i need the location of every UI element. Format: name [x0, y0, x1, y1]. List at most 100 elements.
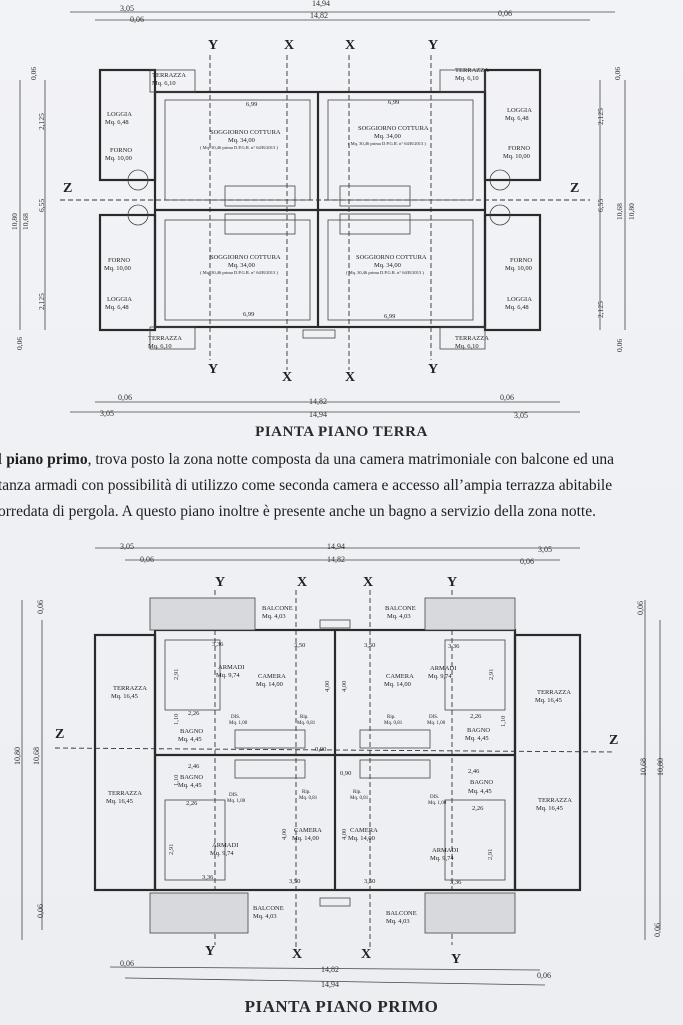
room-label: Rip.: [353, 790, 361, 795]
room-note: ( Mq. 30,46 prima D.P.G.R. n° 64/R/2013 …: [346, 270, 424, 276]
dim-text: 0,06: [36, 600, 45, 614]
dim-text: 1,10: [173, 775, 180, 786]
dim-text: 4,00: [341, 829, 348, 840]
dim-text: 2,46: [468, 768, 480, 775]
dim-text: 3,05: [538, 545, 552, 554]
dim-text: 6,99: [384, 313, 395, 320]
dim-text: 6,99: [243, 311, 254, 318]
room-label: SOGGIORNO COTTURA: [210, 129, 281, 136]
axis-x-label: X: [282, 370, 292, 385]
room-area: Mq. 4,03: [253, 913, 277, 920]
dim-text: 10,80: [627, 203, 636, 220]
paragraph-line-2: tanza armadi con possibilità di utilizzo…: [0, 477, 613, 494]
dim-text: 10,68: [615, 203, 624, 220]
axis-x-label: X: [345, 38, 355, 53]
dim-text: 0,06: [615, 339, 624, 352]
room-area: Mq. 6,10: [455, 343, 479, 350]
room-area: Mq. 4,03: [262, 613, 286, 620]
room-area: Mq. 6,10: [148, 343, 172, 350]
dim-text: 0,06: [636, 601, 645, 615]
room-label: TERRAZZA: [148, 335, 182, 342]
room-label: SOGGIORNO COTTURA: [356, 254, 427, 261]
dim-text: 1,10: [500, 716, 507, 727]
room-area: Mq. 34,00: [228, 137, 255, 144]
dim-text: 1,10: [173, 714, 180, 725]
dim-text: 2,46: [188, 763, 200, 770]
dim-text: 0,06: [498, 9, 512, 18]
axis-x-label: X: [345, 370, 355, 385]
room-area: Mq. 6,48: [505, 115, 529, 122]
dim-text: 4,00: [281, 829, 288, 840]
axis-y-label: Y: [428, 38, 438, 53]
room-label: LOGGIA: [107, 111, 132, 118]
room-area: Mq. 9,74: [430, 855, 454, 862]
dim-text: 3,05: [120, 4, 134, 13]
axis-z-label: Z: [63, 181, 72, 196]
dim-text: 2,91: [487, 849, 494, 860]
dim-text: 14,82: [327, 555, 345, 564]
room-area: Mq. 9,74: [428, 673, 452, 680]
dim-text: 0,06: [140, 555, 154, 564]
dim-text: 10,80: [656, 758, 665, 776]
dim-text: 14,82: [310, 11, 328, 20]
room-area: Mq. 10,00: [105, 155, 132, 162]
room-note: ( Mq. 30,46 prima D.P.G.R. n° 64/R/2013 …: [200, 270, 278, 276]
room-note: ( Mq. 30,46 prima D.P.G.R. n° 64/R/2013 …: [348, 141, 426, 147]
room-label: ARMADI: [218, 664, 244, 671]
room-label: ARMADI: [432, 847, 458, 854]
paragraph-line-3: orredata di pergola. A questo piano inol…: [0, 503, 596, 520]
room-area: Mq. 1,00: [427, 721, 446, 726]
dim-text: 3,36: [202, 874, 214, 881]
room-label: CAMERA: [386, 673, 414, 680]
room-area: Mq. 34,00: [228, 262, 255, 269]
dim-text: 10,68: [21, 213, 30, 230]
room-note: ( Mq. 30,46 prima D.P.G.R. n° 64/R/2013 …: [200, 145, 278, 151]
room-area: Mq. 6,48: [505, 304, 529, 311]
room-area: Mq. 6,48: [105, 304, 129, 311]
room-label: FORNO: [510, 257, 532, 264]
room-label: SOGGIORNO COTTURA: [358, 125, 429, 132]
dim-text: 2,26: [186, 800, 198, 807]
dim-text: 2,26: [472, 805, 484, 812]
room-area: Mq. 1,00: [428, 801, 447, 806]
ground-floor-title: PIANTA PIANO TERRA: [255, 424, 428, 440]
dim-text: 3,50: [289, 878, 300, 885]
room-area: Mq. 14,00: [384, 681, 411, 688]
room-area: Mq. 0,81: [384, 721, 403, 726]
room-area: Mq. 4,45: [465, 735, 489, 742]
room-area: Mq. 16,45: [535, 697, 562, 704]
dim-text: 14,82: [321, 965, 339, 974]
room-label: BAGNO: [467, 727, 490, 734]
room-label: BAGNO: [180, 728, 203, 735]
room-area: Mq. 16,45: [536, 805, 563, 812]
dim-text: 0,06: [653, 923, 662, 937]
dim-text: 2,26: [470, 713, 482, 720]
dim-text: 3,36: [212, 641, 224, 648]
dim-text: 10,68: [639, 758, 648, 776]
axis-z-label: Z: [55, 727, 64, 742]
dim-text: 3,05: [100, 409, 114, 418]
axis-y-label: Y: [447, 575, 457, 590]
room-area: Mq. 6,10: [455, 75, 479, 82]
room-area: Mq. 14,00: [348, 835, 375, 842]
room-area: Mq. 1,00: [227, 799, 246, 804]
room-area: Mq. 10,00: [503, 153, 530, 160]
room-label: TERRAZZA: [152, 72, 186, 79]
dim-text: 4,00: [341, 681, 348, 692]
room-label: DIS.: [229, 793, 238, 798]
paragraph-prefix: l: [0, 451, 3, 468]
room-label: BAGNO: [180, 774, 203, 781]
room-label: BAGNO: [470, 779, 493, 786]
room-label: Rip.: [387, 715, 395, 720]
room-area: Mq. 16,45: [111, 693, 138, 700]
dim-text: 10,68: [32, 747, 41, 765]
dim-text: 0,06: [130, 15, 144, 24]
room-area: Mq. 0,81: [350, 796, 369, 801]
dim-text: 3,05: [514, 411, 528, 420]
room-label: FORNO: [110, 147, 132, 154]
paragraph-text: , trova posto la zona notte composta da …: [87, 451, 614, 468]
room-label: TERRAZZA: [113, 685, 147, 692]
room-area: Mq. 34,00: [374, 262, 401, 269]
dim-text: 10,80: [13, 747, 22, 765]
